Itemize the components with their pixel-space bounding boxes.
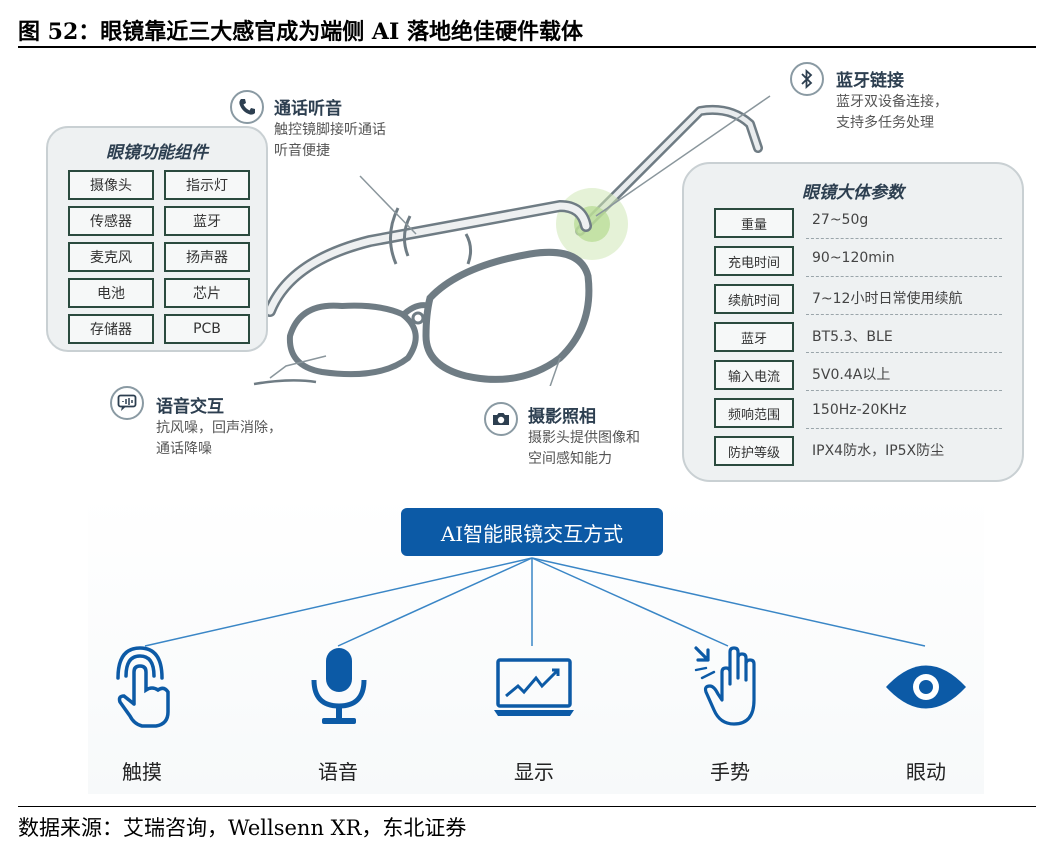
phone-icon <box>230 90 264 124</box>
mode-label-voice: 语音 <box>318 760 358 784</box>
param-row: 充电时间 90~120min <box>714 246 1004 277</box>
gesture-icon <box>694 646 756 726</box>
param-key: 输入电流 <box>714 360 794 390</box>
components-panel-title: 眼镜功能组件 <box>106 143 208 163</box>
component-cell: 指示灯 <box>164 170 250 200</box>
figure-title: 图 52：眼镜靠近三大感官成为端侧 AI 落地绝佳硬件载体 <box>18 19 583 45</box>
param-row: 频响范围 150Hz-20KHz <box>714 398 1004 429</box>
param-value: IPX4防水，IP5X防尘 <box>812 443 945 459</box>
param-row: 蓝牙 BT5.3、BLE <box>714 322 1004 353</box>
touch-icon <box>116 646 170 728</box>
param-key: 续航时间 <box>714 284 794 314</box>
callout-bluetooth-desc: 蓝牙双设备连接， <box>836 94 948 110</box>
params-panel-title: 眼镜大体参数 <box>802 183 904 203</box>
figure-source: 数据来源：艾瑞咨询，Wellsenn XR，东北证券 <box>18 816 467 840</box>
mode-label-touch: 触摸 <box>122 760 162 784</box>
bluetooth-icon <box>790 62 824 96</box>
param-divider <box>806 352 1002 353</box>
params-panel: 眼镜大体参数 重量 27~50g 充电时间 90~120min 续航时间 7~1… <box>682 162 1024 482</box>
param-divider <box>806 314 1002 315</box>
param-divider <box>806 238 1002 239</box>
title-rule <box>18 46 1036 48</box>
param-divider <box>806 428 1002 429</box>
callout-voice-desc: 通话降噪 <box>156 441 212 457</box>
mode-label-gesture: 手势 <box>710 760 750 784</box>
param-value: 150Hz-20KHz <box>812 402 907 418</box>
callout-bluetooth-title: 蓝牙链接 <box>836 71 904 91</box>
callout-call-desc: 听音便捷 <box>274 143 330 159</box>
component-cell: 芯片 <box>164 278 250 308</box>
mode-label-display: 显示 <box>514 760 554 784</box>
callout-voice-desc: 抗风噪，回声消除， <box>156 420 282 436</box>
callout-voice-title: 语音交互 <box>156 397 224 417</box>
param-divider <box>806 276 1002 277</box>
param-key: 防护等级 <box>714 436 794 466</box>
component-cell: 麦克风 <box>68 242 154 272</box>
source-rule <box>18 806 1036 807</box>
microphone-icon <box>311 648 367 724</box>
component-cell: 蓝牙 <box>164 206 250 236</box>
callout-photo-desc: 空间感知能力 <box>528 451 612 467</box>
component-cell: 存储器 <box>68 314 154 344</box>
callout-photo-title: 摄影照相 <box>528 407 596 427</box>
voice-message-icon <box>110 386 144 420</box>
param-row: 续航时间 7~12小时日常使用续航 <box>714 284 1004 315</box>
components-panel: 眼镜功能组件 摄像头 指示灯 传感器 蓝牙 麦克风 扬声器 电池 芯片 存储器 … <box>46 126 268 352</box>
component-cell: 电池 <box>68 278 154 308</box>
display-chart-icon <box>494 658 574 716</box>
callout-photo-desc: 摄影头提供图像和 <box>528 430 640 446</box>
param-key: 重量 <box>714 208 794 238</box>
param-value: BT5.3、BLE <box>812 329 893 345</box>
param-divider <box>806 390 1002 391</box>
components-grid: 摄像头 指示灯 传感器 蓝牙 麦克风 扬声器 电池 芯片 存储器 PCB <box>68 170 250 344</box>
param-row: 防护等级 IPX4防水，IP5X防尘 <box>714 436 1004 466</box>
param-value: 90~120min <box>812 250 895 266</box>
param-value: 27~50g <box>812 212 869 228</box>
component-cell: PCB <box>164 314 250 344</box>
param-key: 频响范围 <box>714 398 794 428</box>
component-cell: 传感器 <box>68 206 154 236</box>
param-row: 重量 27~50g <box>714 208 1004 239</box>
eye-icon <box>886 665 966 709</box>
component-cell: 摄像头 <box>68 170 154 200</box>
mode-label-eye: 眼动 <box>906 760 946 784</box>
interaction-title-box: AI智能眼镜交互方式 <box>401 508 663 556</box>
param-value: 5V0.4A以上 <box>812 367 891 383</box>
param-key: 蓝牙 <box>714 322 794 352</box>
glasses-illustration <box>253 95 771 386</box>
camera-icon <box>484 402 518 436</box>
callout-call-desc: 触控镜脚接听通话 <box>274 122 386 138</box>
component-cell: 扬声器 <box>164 242 250 272</box>
param-row: 输入电流 5V0.4A以上 <box>714 360 1004 391</box>
param-value: 7~12小时日常使用续航 <box>812 291 963 307</box>
param-key: 充电时间 <box>714 246 794 276</box>
callout-call-title: 通话听音 <box>274 99 342 119</box>
callout-bluetooth-desc: 支持多任务处理 <box>836 115 934 131</box>
